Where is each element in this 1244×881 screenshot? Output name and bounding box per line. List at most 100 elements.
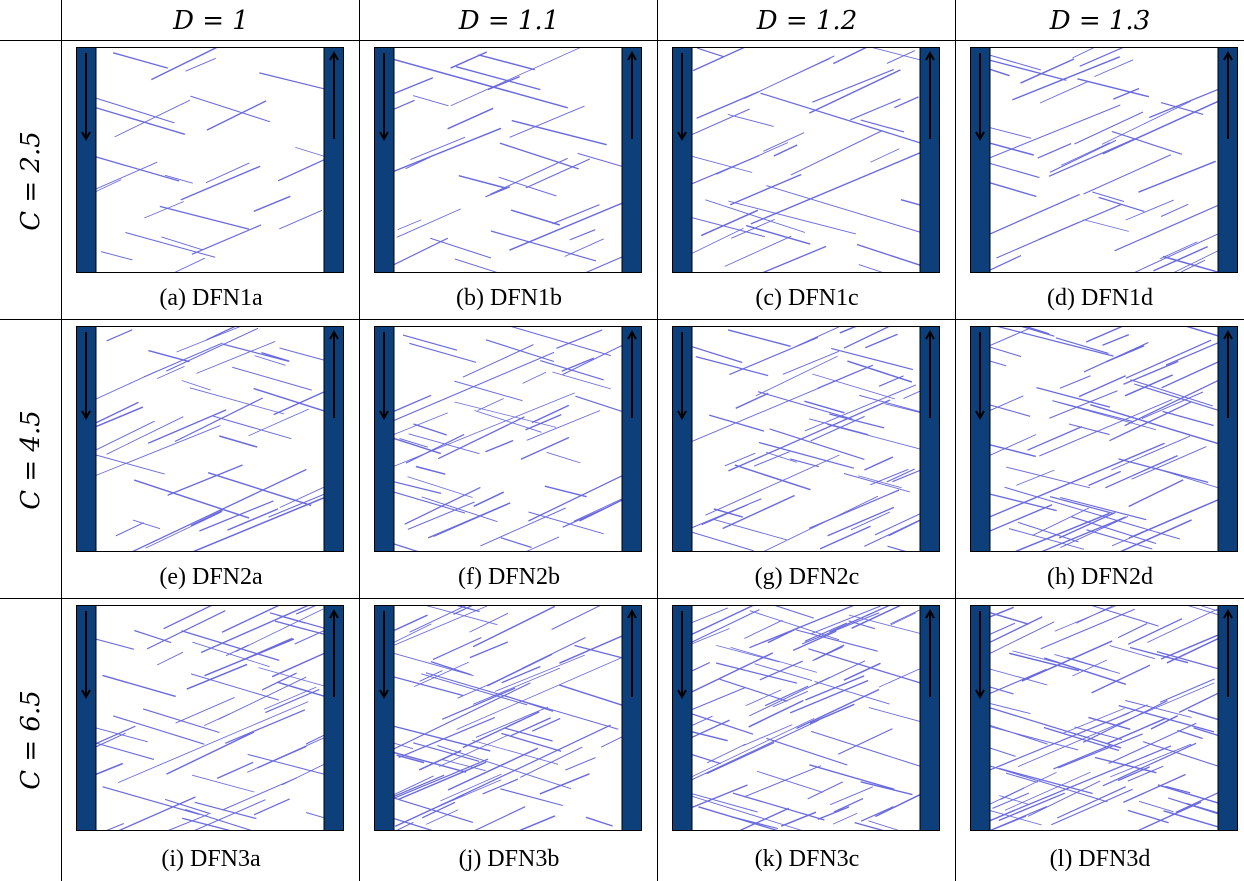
fracture-line <box>672 718 815 787</box>
fracture-line <box>583 247 642 273</box>
fracture-line <box>1079 47 1126 67</box>
fracture-line <box>1044 657 1127 685</box>
fracture-line <box>539 773 590 795</box>
fracture-line <box>1005 772 1038 783</box>
fracture-line <box>398 717 495 759</box>
fracture-line <box>257 745 307 769</box>
fracture-line <box>1017 326 1055 337</box>
fracture-line <box>222 343 289 362</box>
fracture-set <box>374 47 642 273</box>
fracture-line <box>389 651 474 677</box>
fracture-line <box>167 464 243 496</box>
fracture-line <box>1049 390 1118 419</box>
fracture-line <box>1128 479 1184 508</box>
right-boundary-bar <box>1217 605 1238 831</box>
fracture-line <box>1162 255 1224 273</box>
fracture-line <box>163 605 214 630</box>
fracture-line <box>1163 810 1226 830</box>
fracture-line <box>412 95 449 107</box>
fracture-line <box>190 496 327 552</box>
fracture-line <box>1166 628 1238 664</box>
fracture-line <box>213 415 292 440</box>
fracture-line <box>760 92 930 147</box>
fracture-line <box>1132 230 1225 273</box>
fracture-line <box>1124 380 1219 427</box>
fracture-line <box>890 605 932 625</box>
fracture-line <box>382 722 491 752</box>
fracture-line <box>206 326 238 341</box>
fracture-line <box>175 696 235 724</box>
fracture-line <box>1009 652 1080 672</box>
panel-caption: (l) DFN3d <box>1049 846 1151 872</box>
fracture-line <box>886 468 915 483</box>
panel-background <box>76 47 344 273</box>
fracture-line <box>894 96 919 109</box>
fracture-set <box>374 605 642 831</box>
fracture-line <box>510 717 551 737</box>
fracture-line <box>1165 785 1191 794</box>
fracture-line <box>1091 664 1151 694</box>
fracture-line <box>454 258 501 273</box>
fracture-line <box>415 465 446 475</box>
fracture-line <box>431 779 502 810</box>
fracture-line <box>394 794 464 828</box>
fracture-line <box>1106 717 1167 745</box>
grid-divider <box>0 40 1244 41</box>
fracture-line <box>409 342 477 363</box>
fracture-line <box>174 397 263 443</box>
fracture-line <box>970 439 1036 458</box>
fracture-line <box>190 673 280 701</box>
fracture-line <box>425 672 619 730</box>
arrow-down-icon <box>379 332 389 421</box>
fracture-line <box>76 424 221 484</box>
dfn-panel: (g) DFN2c <box>658 320 956 599</box>
panel-frame <box>76 605 344 831</box>
fracture-line <box>489 157 568 195</box>
fracture-line <box>462 711 540 749</box>
fracture-network-diagram <box>374 47 642 273</box>
fracture-line <box>874 503 940 536</box>
fracture-line <box>430 660 472 676</box>
fracture-line <box>860 119 905 133</box>
fracture-network-diagram <box>672 47 940 273</box>
arrow-down-icon <box>379 611 389 700</box>
fracture-line <box>987 806 1048 831</box>
panel-frame <box>672 47 940 273</box>
fracture-line <box>734 464 811 491</box>
fracture-network-diagram <box>374 605 642 831</box>
fracture-line <box>709 414 765 432</box>
fracture-line <box>277 615 306 624</box>
fracture-line <box>455 66 541 91</box>
fracture-line <box>807 781 844 800</box>
fracture-line <box>569 229 596 241</box>
fracture-line <box>490 230 597 262</box>
fracture-line <box>1125 339 1212 379</box>
fracture-line <box>712 518 788 541</box>
fracture-line <box>817 364 874 390</box>
fracture-line <box>1177 729 1203 740</box>
fracture-line <box>970 104 1121 167</box>
fracture-line <box>827 506 895 537</box>
fracture-line <box>509 105 585 138</box>
arrow-up-icon <box>627 329 637 418</box>
left-boundary-bar <box>970 47 991 273</box>
fracture-line <box>277 150 344 182</box>
fracture-line <box>700 209 759 237</box>
column-header-d1-2: D = 1.2 <box>658 0 956 41</box>
fracture-line <box>390 412 449 437</box>
fracture-line <box>756 770 824 793</box>
fracture-line <box>469 612 509 633</box>
fracture-line <box>978 762 1108 803</box>
fracture-line <box>1066 656 1109 671</box>
panel-caption: (e) DFN2a <box>159 564 263 590</box>
panel-caption: (b) DFN1b <box>456 285 562 311</box>
fracture-line <box>407 501 475 530</box>
fracture-set <box>374 326 642 552</box>
fracture-line <box>737 807 790 831</box>
left-boundary-bar <box>672 47 693 273</box>
fracture-line <box>1108 722 1197 765</box>
fracture-line <box>525 158 591 189</box>
column-header-d1-3: D = 1.3 <box>956 0 1244 41</box>
panel-frame <box>672 605 940 831</box>
panel-background <box>672 47 940 273</box>
